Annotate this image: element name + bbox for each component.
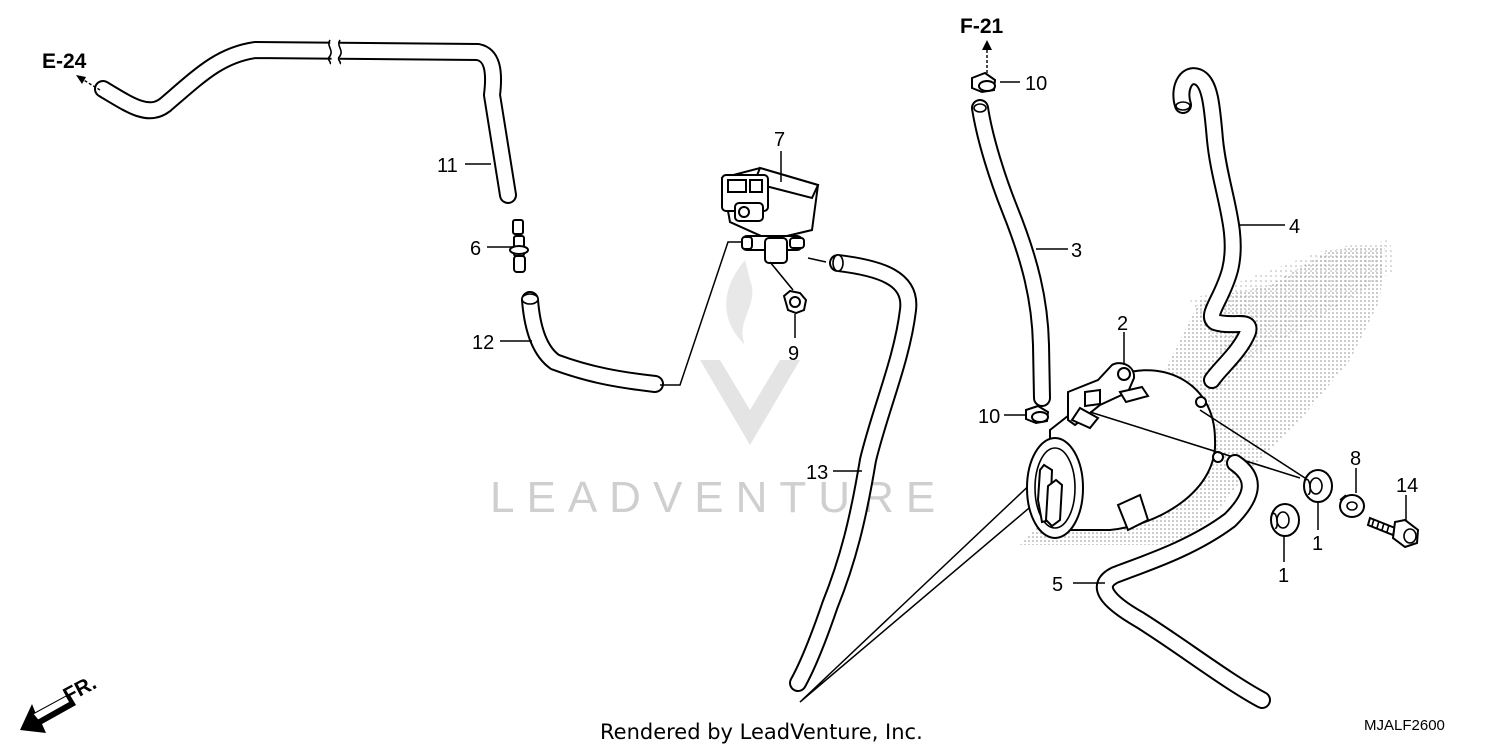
callout-12: 12: [472, 332, 494, 354]
callout-7: 7: [774, 129, 785, 151]
joint-6: [509, 219, 529, 273]
f21-arrow: [982, 40, 992, 78]
watermark: LEADVENTURE: [490, 260, 947, 522]
rendered-by-credit: Rendered by LeadVenture, Inc.: [600, 720, 923, 744]
hose-11: [94, 39, 517, 204]
clip-10-top: [971, 71, 997, 94]
callout-10-lower: 10: [978, 406, 1000, 428]
callout-5: 5: [1052, 574, 1063, 596]
hose-13: [789, 254, 918, 692]
hose-4: [1172, 67, 1258, 389]
callout-6: 6: [470, 238, 481, 260]
connector-line-13: [799, 476, 1049, 703]
callout-14: 14: [1396, 475, 1418, 497]
front-arrow: FR.: [20, 671, 100, 733]
connector-line: [660, 241, 742, 386]
diagram-code: MJALF2600: [1364, 717, 1445, 734]
watermark-text: LEADVENTURE: [490, 473, 947, 522]
hose-5: [1095, 454, 1271, 709]
bolt-14: [1366, 516, 1420, 549]
callout-2: 2: [1117, 313, 1128, 335]
callout-13: 13: [806, 462, 828, 484]
callout-10-top: 10: [1025, 73, 1047, 95]
callout-8: 8: [1350, 448, 1361, 470]
solenoid-valve-7: [720, 166, 827, 291]
callout-1-upper: 1: [1312, 533, 1323, 555]
canister-2: [1026, 362, 1306, 539]
callout-9: 9: [788, 343, 799, 365]
e24-arrow: [76, 75, 101, 91]
collar-8: [1339, 494, 1365, 518]
hose-12: [521, 291, 664, 393]
callout-3: 3: [1071, 240, 1082, 262]
bolt-9: [782, 289, 808, 315]
grommet-1-lower: [1270, 503, 1300, 537]
ref-f21: F-21: [960, 15, 1004, 38]
callouts: 1 1 2 3 4 5 6 7 8 9 10 10 11 12 13 14: [437, 73, 1418, 596]
callout-4: 4: [1289, 216, 1300, 238]
clip-10-lower: [1025, 404, 1050, 425]
ref-e24: E-24: [42, 50, 87, 73]
callout-1-lower: 1: [1278, 565, 1289, 587]
hose-3: [971, 99, 1051, 407]
callout-11: 11: [437, 155, 458, 177]
grommet-1-upper: [1303, 469, 1333, 503]
leader-lines: [465, 81, 1407, 584]
